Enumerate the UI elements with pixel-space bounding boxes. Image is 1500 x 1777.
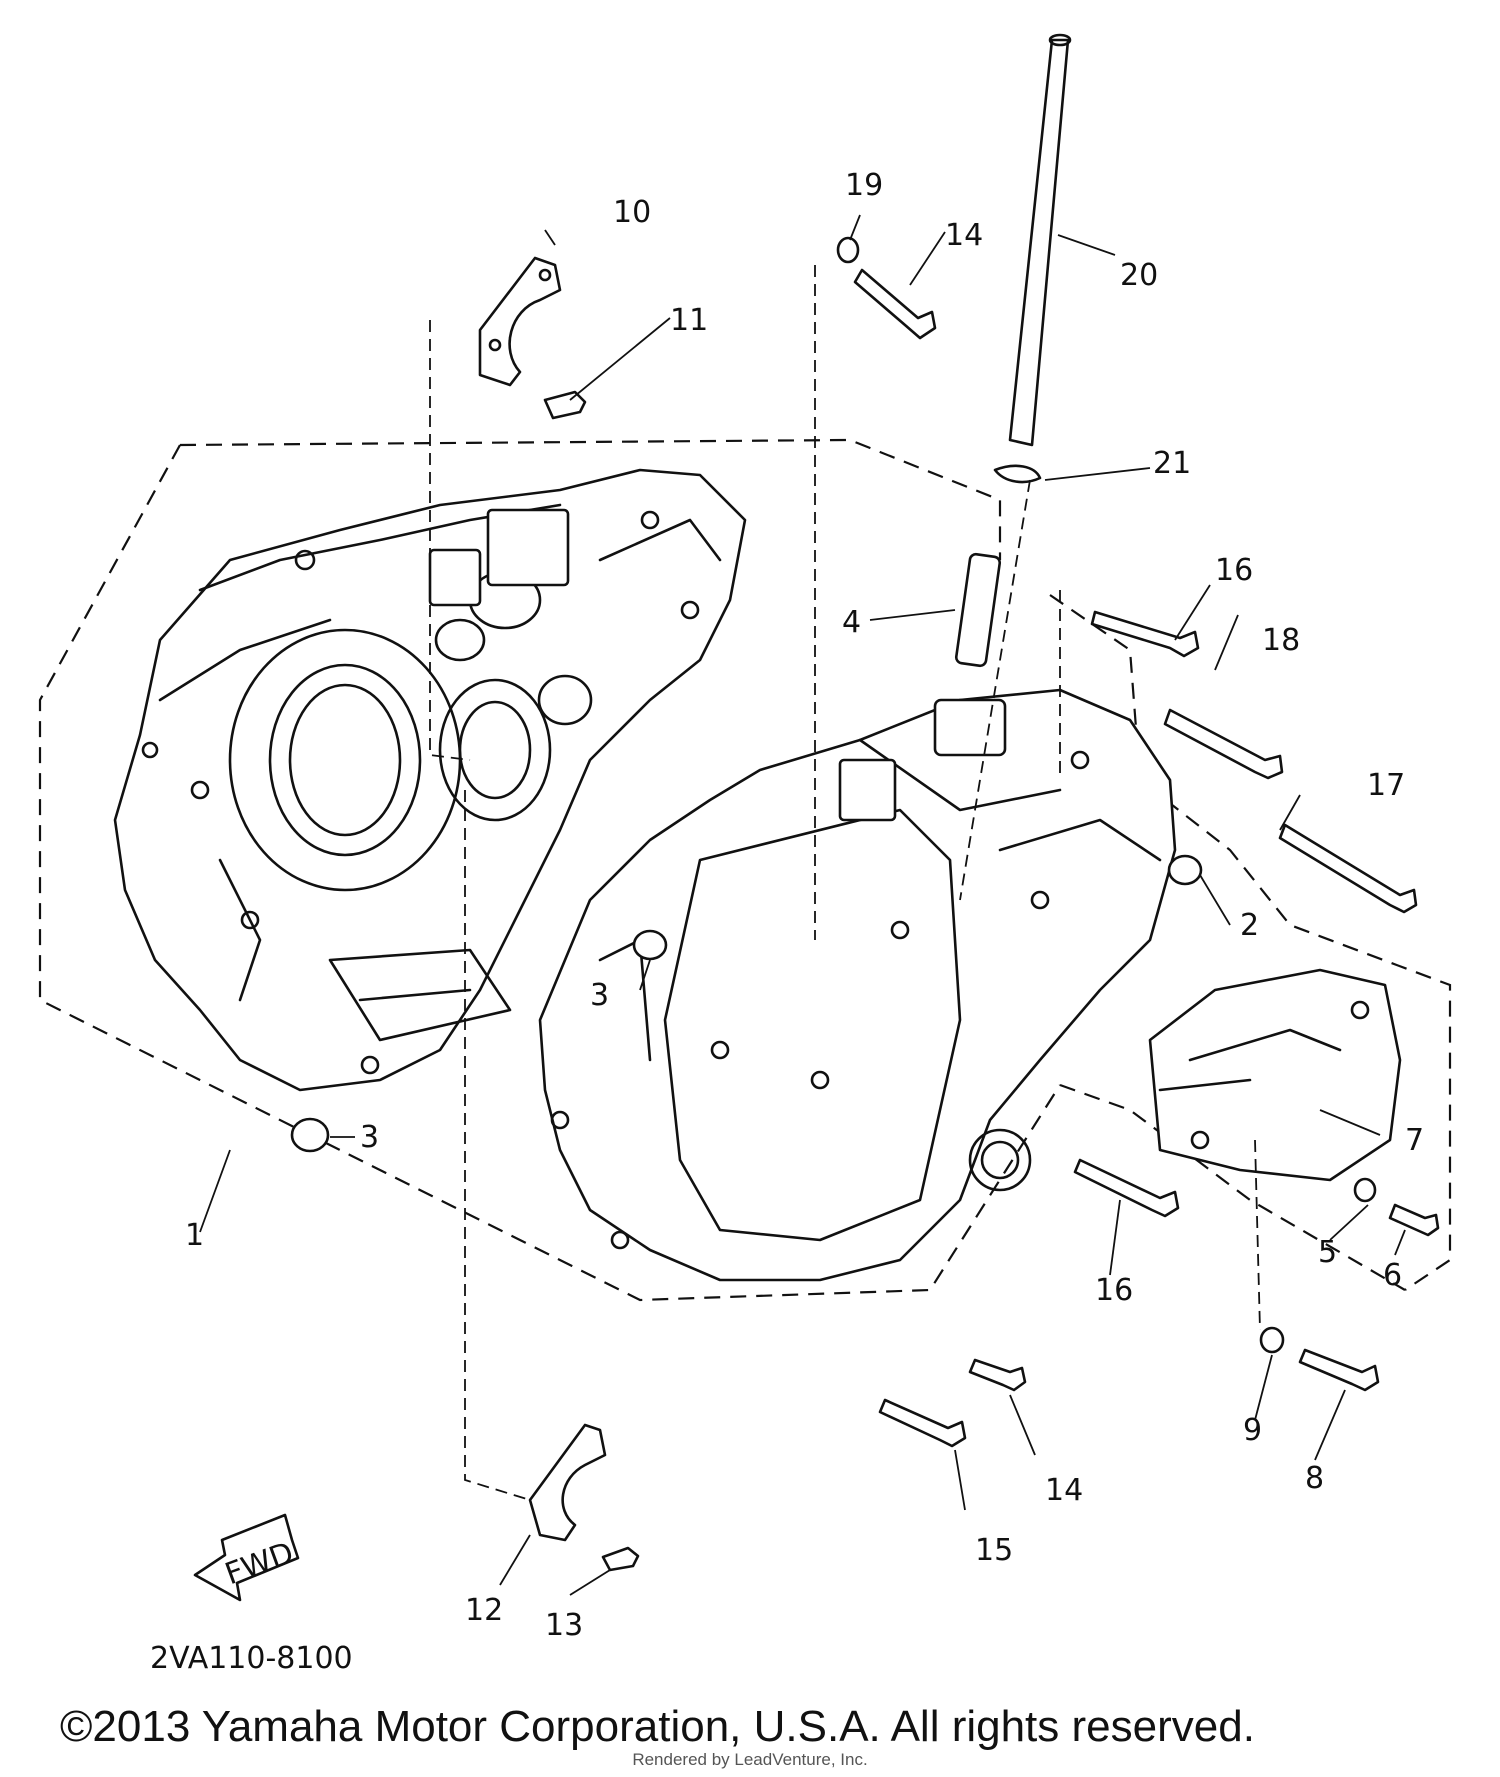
screw-11 bbox=[543, 390, 587, 420]
callout-5: 5 bbox=[1318, 1235, 1337, 1270]
callout-11: 11 bbox=[670, 303, 708, 338]
callout-13: 13 bbox=[545, 1608, 583, 1643]
washer-9 bbox=[1259, 1326, 1285, 1354]
dowel-3-center bbox=[632, 929, 668, 961]
callout-16-top: 16 bbox=[1215, 553, 1253, 588]
callout-6: 6 bbox=[1383, 1258, 1402, 1293]
callout-17: 17 bbox=[1367, 768, 1405, 803]
callout-9: 9 bbox=[1243, 1413, 1262, 1448]
dowel-2 bbox=[1167, 854, 1203, 886]
callout-16-bottom: 16 bbox=[1095, 1273, 1133, 1308]
crankcase-exploded-diagram: FWD 1 2 3 3 3 4 5 6 7 8 9 10 11 12 13 14… bbox=[38, 33, 1452, 1676]
callout-2: 2 bbox=[1240, 908, 1259, 943]
screw-13 bbox=[601, 1546, 640, 1572]
bolt-15 bbox=[878, 1398, 967, 1448]
fwd-arrow: FWD bbox=[193, 1513, 300, 1602]
bolt-16-bottom bbox=[1073, 1158, 1180, 1218]
part-callouts: 1 2 3 3 3 4 5 6 7 8 9 10 11 12 13 14 14 … bbox=[185, 168, 1424, 1643]
bolt-14-bottom bbox=[968, 1358, 1027, 1392]
clip-21 bbox=[993, 464, 1042, 484]
callout-15: 15 bbox=[975, 1533, 1013, 1568]
callout-8: 8 bbox=[1305, 1461, 1324, 1496]
oil-filter-cover bbox=[1148, 968, 1402, 1182]
figure-code: 2VA110-8100 bbox=[150, 1641, 353, 1676]
bearing-retainer-plate-10 bbox=[478, 256, 562, 387]
callout-18: 18 bbox=[1262, 623, 1300, 658]
bearing-retainer-plate-12 bbox=[528, 1423, 607, 1542]
leader-lines bbox=[199, 214, 1406, 1596]
washer-5 bbox=[1353, 1177, 1377, 1203]
bolt-16-top bbox=[1090, 610, 1200, 658]
callout-3-lower: 3 bbox=[360, 1120, 379, 1155]
callout-10: 10 bbox=[613, 195, 651, 230]
rendered-by-credit: Rendered by LeadVenture, Inc. bbox=[632, 1750, 868, 1769]
assembly-boundary-lines bbox=[38, 438, 1452, 1302]
callout-21: 21 bbox=[1153, 446, 1191, 481]
callout-14-top: 14 bbox=[945, 218, 983, 253]
bolt-14-top bbox=[853, 268, 937, 340]
callout-3-center: 3 bbox=[590, 978, 609, 1013]
callout-7: 7 bbox=[1405, 1123, 1424, 1158]
right-crankcase-half bbox=[538, 688, 1177, 1282]
dowel-3-lower bbox=[290, 1117, 330, 1153]
pipe-fitting-4 bbox=[954, 552, 1002, 668]
callout-4: 4 bbox=[842, 605, 861, 640]
callout-12: 12 bbox=[465, 1593, 503, 1628]
copyright-notice: ©2013 Yamaha Motor Corporation, U.S.A. A… bbox=[60, 1702, 1255, 1751]
washer-19 bbox=[836, 236, 860, 264]
left-crankcase-half bbox=[113, 468, 747, 1092]
pipe-20 bbox=[1008, 33, 1072, 447]
bolt-6 bbox=[1388, 1203, 1440, 1237]
bolt-17 bbox=[1278, 823, 1418, 914]
callout-1: 1 bbox=[185, 1218, 204, 1253]
bolt-8 bbox=[1298, 1348, 1380, 1392]
bolt-18 bbox=[1163, 708, 1284, 780]
callout-14-bottom: 14 bbox=[1045, 1473, 1083, 1508]
callout-19: 19 bbox=[845, 168, 883, 203]
callout-20: 20 bbox=[1120, 258, 1158, 293]
